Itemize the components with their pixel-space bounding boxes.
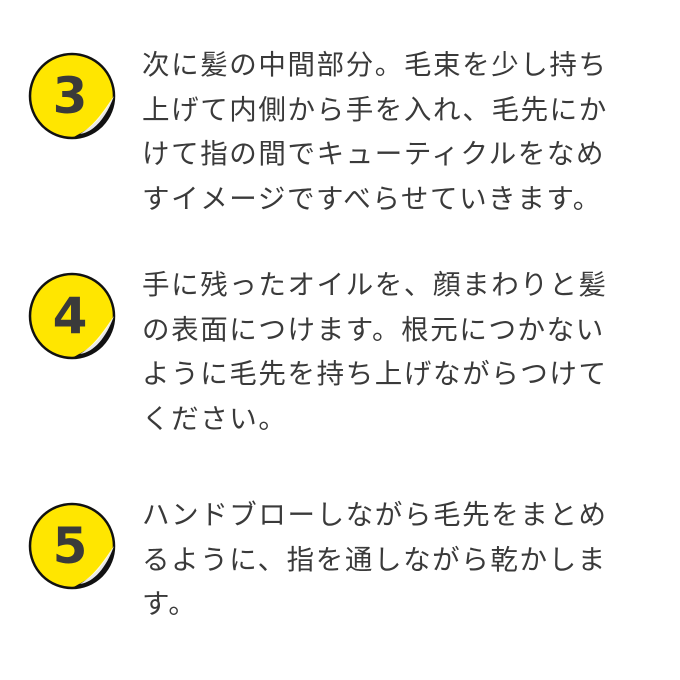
- step-5-number: 5: [53, 517, 88, 575]
- peeling-sticker-icon: 4: [28, 272, 116, 360]
- step-3-text: 次に髪の中間部分。毛束を少し持ち 上げて内側から手を入れ、毛先にか けて指の間で…: [142, 49, 608, 215]
- step-3-badge: 3: [28, 52, 116, 140]
- step-5-text: ハンドブローしながら毛先をまとめ るように、指を通しながら乾かしま す。: [142, 499, 608, 620]
- peeling-sticker-icon: 3: [28, 52, 116, 140]
- step-4-text: 手に残ったオイルを、顔まわりと髪 の表面につけます。根元につかない ように毛先を…: [142, 269, 608, 435]
- step-4-badge: 4: [28, 272, 116, 360]
- peeling-sticker-icon: 5: [28, 502, 116, 590]
- step-3-number: 3: [53, 67, 88, 125]
- step-5-badge: 5: [28, 502, 116, 590]
- step-4-number: 4: [53, 287, 88, 345]
